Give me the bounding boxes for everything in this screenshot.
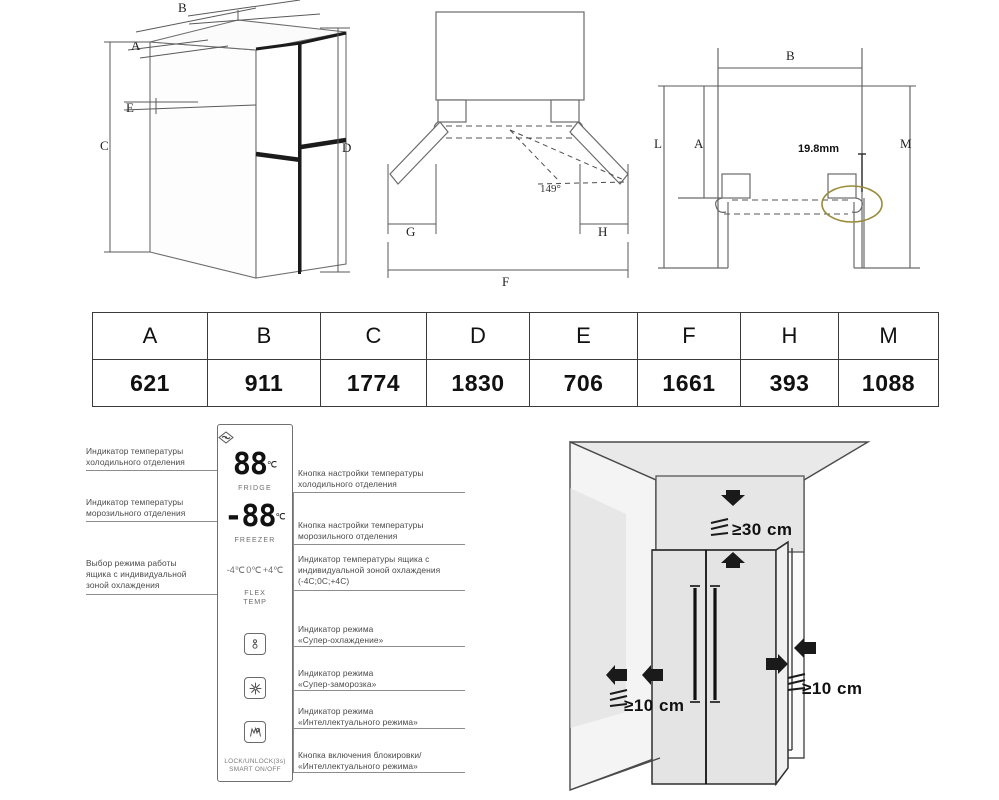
- callout-smart-mode-indicator: Индикатор режима «Интеллектуального режи…: [298, 706, 418, 727]
- fridge-display: 88℃: [218, 450, 292, 480]
- table-value-cell: 1661: [637, 359, 741, 407]
- flex-symbol-zero[interactable]: 0℃: [246, 565, 262, 575]
- dim-label-A: A: [131, 38, 141, 53]
- callout-flex-zone-temp-indicator: Индикатор температуры ящика с индивидуал…: [298, 554, 441, 586]
- table-value-cell: 621: [92, 359, 208, 407]
- leader-line: [293, 492, 465, 493]
- freezer-temp-value: -88: [224, 499, 276, 534]
- table-value-cell: 393: [740, 359, 839, 407]
- clearance-right-label: ≥10 cm: [802, 679, 863, 698]
- callout-super-cool-indicator: Индикатор режима «Супер-охлаждение»: [298, 624, 384, 645]
- lock-smart-button[interactable]: [244, 721, 266, 743]
- table-value-cell: 1774: [320, 359, 427, 407]
- flex-symbol-minus4[interactable]: -4℃: [226, 565, 245, 575]
- leader-line: [86, 594, 217, 595]
- leader-line: [293, 590, 465, 591]
- dim-label-F: F: [502, 274, 509, 289]
- display-panel: 88℃ FRIDGE -88℃ FREEZER -4℃ 0℃ +4℃ FLEX …: [217, 424, 293, 782]
- table-header-cell: B: [207, 312, 321, 360]
- dim-label-E: E: [126, 100, 134, 115]
- table-header-cell: M: [838, 312, 939, 360]
- table-value-cell: 1830: [426, 359, 530, 407]
- diagram-front-view: B A C D E: [88, 0, 388, 302]
- dim-label-M: M: [900, 136, 912, 151]
- fridge-temp-value: 88: [232, 447, 268, 482]
- leader-line: [293, 772, 465, 773]
- dim-label-B: B: [178, 0, 187, 15]
- dim-label-D: D: [342, 140, 351, 155]
- dim-label-A-side: A: [694, 136, 704, 151]
- callout-flex-zone-mode-select: Выбор режима работы ящика с индивидуальн…: [86, 558, 187, 590]
- super-freeze-button[interactable]: [244, 677, 266, 699]
- callout-fridge-temp-indicator: Индикатор температуры холодильного отдел…: [86, 446, 185, 467]
- leader-line: [293, 728, 465, 729]
- clearance-top-label: ≥30 cm: [732, 520, 793, 539]
- highlight-ellipse: [821, 185, 883, 223]
- diagram-top-view: 149° G H F: [387, 2, 638, 302]
- dim-label-B-side: B: [786, 48, 795, 63]
- angle-label-149: 149°: [540, 183, 561, 195]
- leader-line: [86, 521, 217, 522]
- table-header-cell: D: [426, 312, 530, 360]
- callout-freezer-temp-button: Кнопка настройки температуры морозильног…: [298, 520, 424, 541]
- freezer-caption: FREEZER: [234, 537, 276, 544]
- fan-icon: [218, 431, 292, 444]
- freezer-temp-unit: ℃: [275, 511, 286, 522]
- dim-label-L: L: [654, 136, 662, 151]
- leader-line: [293, 544, 465, 545]
- snowflake-icon: [249, 682, 261, 694]
- callout-freezer-temp-indicator: Индикатор температуры морозильного отдел…: [86, 497, 186, 518]
- dim-label-H: H: [598, 224, 607, 239]
- super-cool-button[interactable]: [244, 633, 266, 655]
- smart-mode-icon: [249, 726, 261, 737]
- fridge-caption: FRIDGE: [238, 485, 272, 492]
- diagram-clearance: ≥30 cm ≥10 cm ≥10 cm: [548, 428, 999, 800]
- table-value-cell: 911: [207, 359, 321, 407]
- callout-lock-smart-button: Кнопка включения блокировки/ «Интеллекту…: [298, 750, 422, 771]
- callout-super-freeze-indicator: Индикатор режима «Супер-заморозка»: [298, 668, 377, 689]
- table-row-values: 621 911 1774 1830 706 1661 393 1088: [92, 359, 939, 407]
- dim-label-G: G: [406, 224, 415, 239]
- dimension-table: A B C D E F H M 621 911 1774 1830 706 16…: [92, 312, 939, 407]
- fridge-temp-unit: ℃: [267, 459, 278, 470]
- table-row-headers: A B C D E F H M: [92, 312, 939, 360]
- diagram-side-view: B L A M 19.8mm: [648, 2, 938, 292]
- flex-symbol-plus4[interactable]: +4℃: [262, 565, 284, 575]
- freezer-display: -88℃: [218, 502, 292, 532]
- table-header-cell: C: [320, 312, 427, 360]
- table-header-cell: F: [637, 312, 741, 360]
- table-value-cell: 1088: [838, 359, 939, 407]
- leader-line: [293, 646, 465, 647]
- leader-line: [293, 690, 465, 691]
- clearance-left-label: ≥10 cm: [624, 696, 685, 715]
- table-header-cell: E: [529, 312, 638, 360]
- dim-label-C: C: [100, 138, 109, 153]
- leader-spine: [293, 492, 294, 773]
- table-value-cell: 706: [529, 359, 638, 407]
- leader-line: [86, 470, 217, 471]
- callout-19-8mm: 19.8mm: [798, 143, 839, 155]
- table-header-cell: H: [740, 312, 839, 360]
- lock-caption: LOCK/UNLOCK(3s) SMART ON/OFF: [224, 758, 286, 773]
- super-cool-icon: [252, 639, 258, 649]
- control-panel-section: Индикатор температуры холодильного отдел…: [86, 424, 536, 790]
- callout-fridge-temp-button: Кнопка настройки температуры холодильног…: [298, 468, 424, 489]
- table-header-cell: A: [92, 312, 208, 360]
- flex-temp-symbols[interactable]: -4℃ 0℃ +4℃: [218, 565, 292, 576]
- flex-temp-caption: FLEX TEMP: [243, 588, 267, 606]
